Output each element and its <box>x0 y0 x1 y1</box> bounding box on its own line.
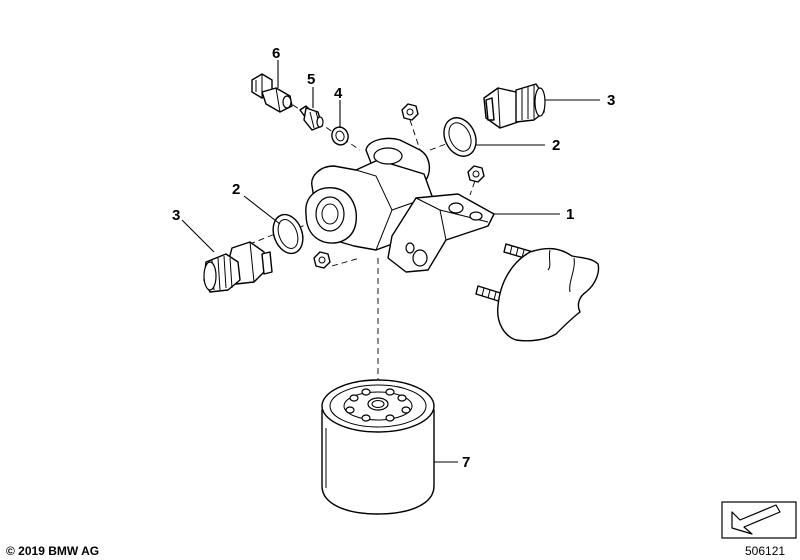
part-2-sealing-ring-right <box>443 117 477 157</box>
nut-lower <box>313 251 331 269</box>
callout-1: 1 <box>566 206 574 223</box>
part-1-filter-housing <box>305 137 495 273</box>
image-number: 506121 <box>745 544 785 558</box>
callout-3-right: 3 <box>607 92 615 109</box>
part-7-oil-filter <box>321 379 435 515</box>
part-5-fitting <box>299 105 324 131</box>
callout-5: 5 <box>307 71 315 88</box>
part-3-union-right <box>483 83 546 129</box>
callout-7: 7 <box>462 454 470 471</box>
callout-3-left: 3 <box>172 207 180 224</box>
leader-lines <box>181 60 600 463</box>
nut-upper <box>401 103 419 121</box>
part-3-union-left <box>203 241 273 293</box>
part-4-seal-ring <box>331 126 349 146</box>
part-2-sealing-ring-left <box>272 213 304 255</box>
orientation-arrow-icon <box>721 501 797 539</box>
callout-2-left: 2 <box>232 181 240 198</box>
copyright-text: © 2019 BMW AG <box>6 544 99 558</box>
engine-mounting-surface <box>497 247 600 342</box>
callout-labels: 6 5 4 3 2 1 2 3 7 <box>172 45 615 471</box>
callout-6: 6 <box>272 45 280 62</box>
callout-2-right: 2 <box>552 137 560 154</box>
callout-4: 4 <box>334 85 343 102</box>
part-6-sensor-plug <box>251 73 293 113</box>
nut-right <box>467 165 485 183</box>
